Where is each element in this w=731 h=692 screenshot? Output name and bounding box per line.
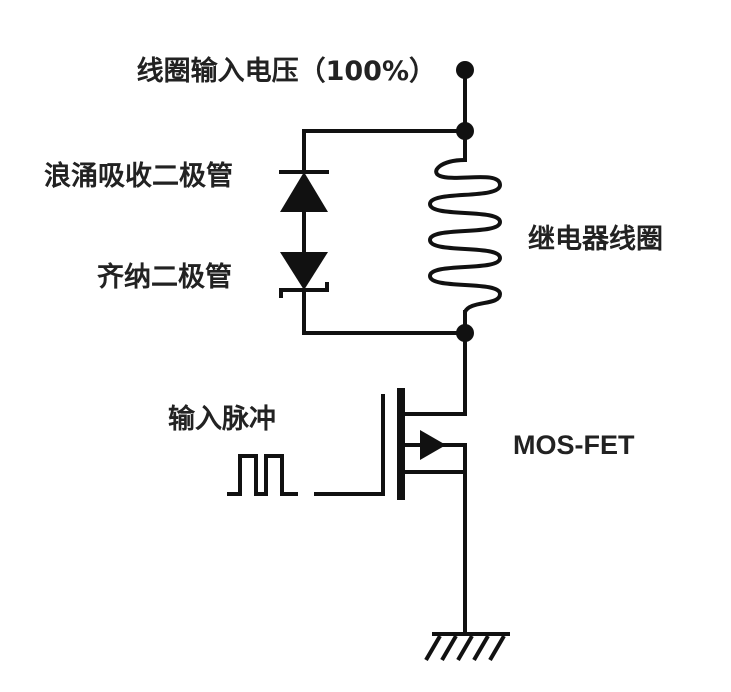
top-node-dot (456, 122, 474, 140)
ground-hatch-4 (472, 634, 490, 662)
ground-hatch-5 (488, 634, 506, 662)
mosfet-symbol (381, 388, 446, 500)
coil-input-voltage-label: 线圈输入电压（100%） (137, 55, 436, 87)
ground-hatch-1 (424, 634, 442, 662)
zener-diode-cathode-bar (279, 282, 329, 298)
surge-diode-symbol (279, 170, 329, 212)
zener-diode-label: 齐纳二极管 (97, 261, 232, 293)
junction-dots (456, 61, 474, 342)
surge-diode-triangle (280, 172, 328, 212)
zener-diode-symbol (279, 252, 329, 298)
mosfet-label: MOS-FET (513, 430, 635, 460)
bottom-node-dot (456, 324, 474, 342)
input-pulse-waveform (227, 454, 298, 496)
ground-symbol (424, 632, 510, 662)
ground-hatch-3 (456, 634, 474, 662)
input-pulse-label: 输入脉冲 (168, 403, 276, 435)
zener-diode-triangle (280, 252, 328, 290)
ground-hatch-2 (440, 634, 458, 662)
relay-coil-label: 继电器线圈 (528, 223, 663, 255)
relay-coil-symbol (428, 158, 502, 314)
circuit-wires (302, 69, 467, 636)
supply-terminal-dot (456, 61, 474, 79)
mosfet-body-arrow (420, 430, 446, 460)
surge-diode-label: 浪涌吸收二极管 (44, 160, 233, 192)
